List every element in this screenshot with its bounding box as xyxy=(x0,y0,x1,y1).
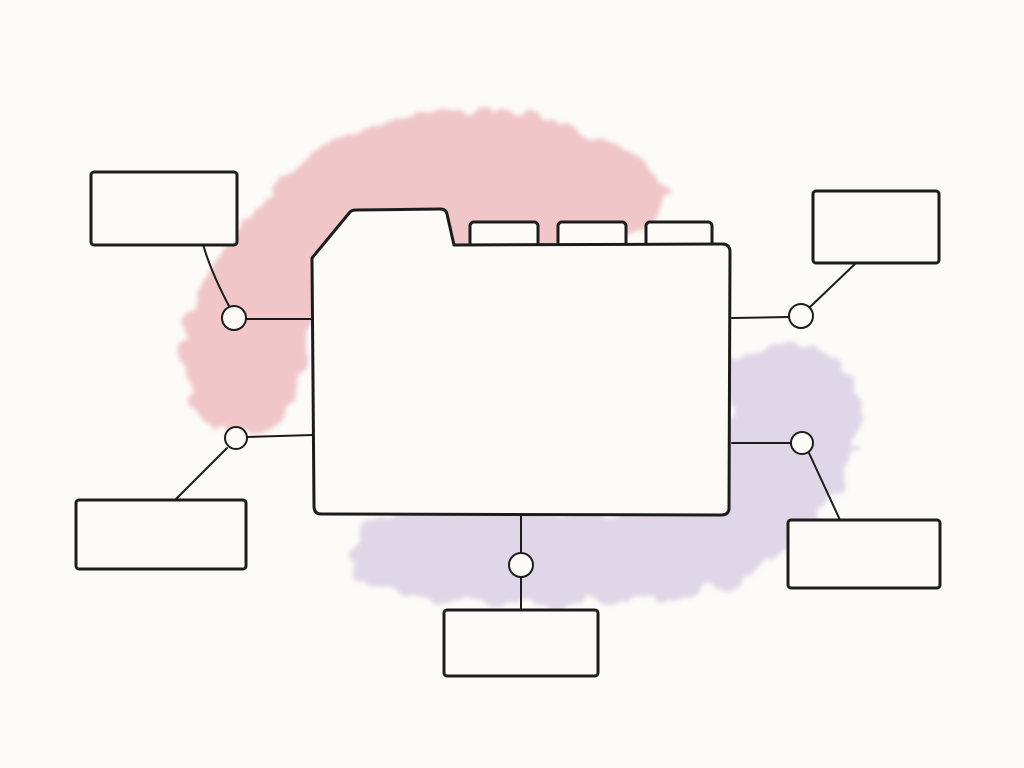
connector-circle-bottom-right xyxy=(790,431,814,455)
pink-watercolor-wash xyxy=(179,110,664,434)
connector-circle-bottom-left xyxy=(224,426,248,450)
node-box-bottom-left[interactable] xyxy=(74,498,248,571)
folder-icon xyxy=(310,207,732,517)
connector-top-right-folder xyxy=(731,316,790,319)
connectors xyxy=(174,243,856,611)
connector-top-left-box xyxy=(202,243,231,309)
connector-circle-top-right xyxy=(788,303,814,329)
connector-nodes xyxy=(221,303,814,578)
connector-circle-top-left xyxy=(221,305,247,331)
connector-top-right-box xyxy=(809,263,856,308)
node-box-top-right[interactable] xyxy=(811,189,941,265)
folder-body xyxy=(310,207,732,517)
connector-bottom-left-folder xyxy=(246,434,314,438)
connector-circle-bottom-center xyxy=(508,552,534,578)
node-box-bottom-center[interactable] xyxy=(442,608,600,678)
node-box-bottom-right[interactable] xyxy=(786,518,942,590)
connector-bottom-left-box xyxy=(174,447,228,501)
node-box-top-left[interactable] xyxy=(89,170,239,247)
connector-bottom-right-box xyxy=(808,452,841,521)
lavender-watercolor-wash xyxy=(351,344,861,604)
